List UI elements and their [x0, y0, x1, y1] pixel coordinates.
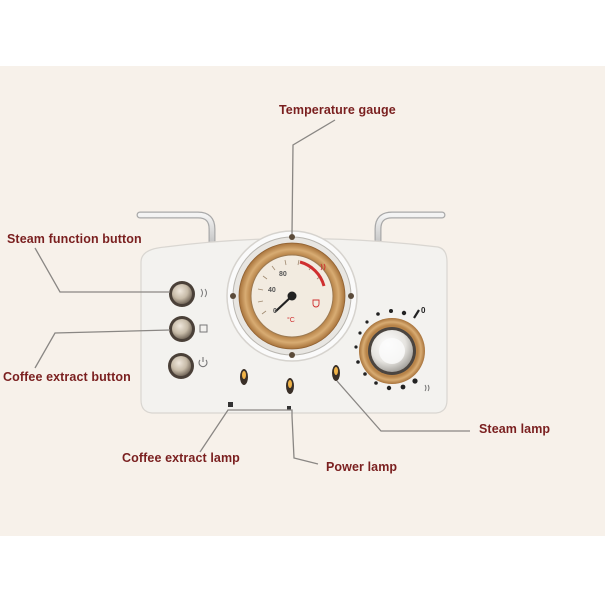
coffee-extract-lamp — [240, 369, 248, 385]
power-lamp-marker — [287, 406, 291, 410]
steam-lamp — [332, 365, 340, 381]
gauge-tick-80: 80 — [279, 271, 287, 278]
gauge-screws — [230, 234, 354, 358]
coffee-extract-button[interactable] — [169, 316, 195, 342]
steam-icon — [200, 288, 207, 298]
coffee-extract-button-leader — [34, 329, 171, 369]
power-icon — [198, 357, 208, 368]
steam-function-leader — [34, 247, 170, 293]
knob-scale-dots — [354, 309, 418, 391]
gauge-tick-0: 0 — [273, 308, 277, 315]
coffee-lamp-marker — [228, 402, 233, 407]
coffee-extract-lamp-leader — [199, 409, 293, 453]
temperature-gauge-label: Temperature gauge — [279, 103, 396, 117]
coffee-extract-lamp-label: Coffee extract lamp — [122, 451, 240, 465]
power-lamp-label: Power lamp — [326, 460, 398, 474]
leader-lines — [34, 119, 470, 465]
gauge-tick-40: 40 — [268, 287, 276, 294]
left-handle-rail — [136, 211, 216, 254]
coffee-cup-icon — [312, 299, 320, 308]
steam-function-button[interactable] — [169, 281, 195, 307]
power-button[interactable] — [168, 353, 194, 379]
steam-wave-icon — [320, 263, 326, 271]
power-lamp — [286, 378, 294, 394]
steam-lamp-leader — [336, 380, 470, 432]
right-handle-rail — [374, 211, 446, 254]
cup-icon — [199, 324, 208, 333]
temperature-gauge — [226, 230, 358, 362]
knob-max-mark — [413, 309, 420, 319]
knob-zero-mark: 0 — [421, 306, 426, 315]
gauge-unit-label: °C — [287, 316, 295, 324]
power-lamp-leader — [291, 415, 319, 465]
temperature-gauge-leader — [291, 119, 336, 235]
steam-knob[interactable] — [359, 318, 425, 384]
coffee-extract-button-label: Coffee extract button — [3, 370, 131, 384]
knob-steam-icon — [424, 384, 430, 392]
steam-function-button-label: Steam function button — [7, 232, 142, 246]
steam-lamp-label: Steam lamp — [479, 422, 551, 436]
